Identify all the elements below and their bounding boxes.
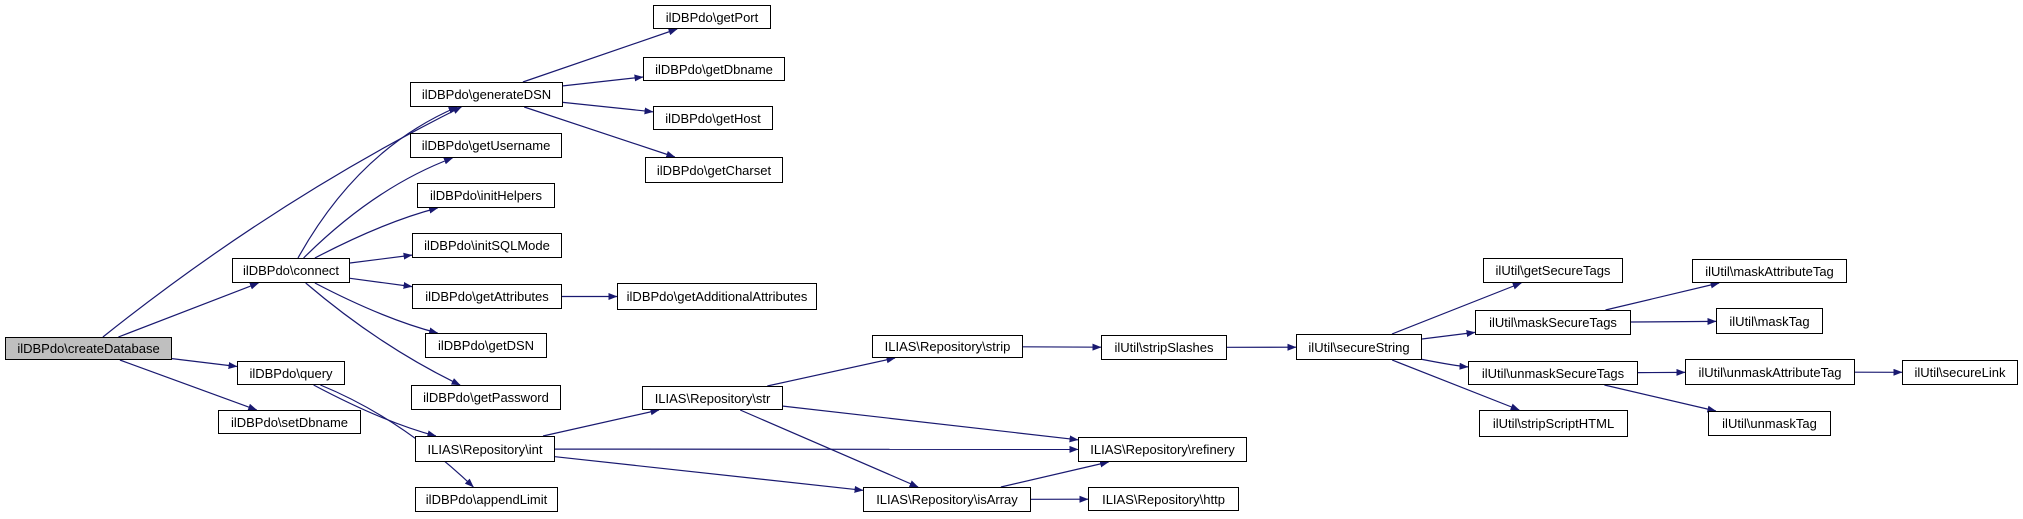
edge-query-to-appendLimit — [320, 384, 474, 488]
node-isArray[interactable]: ILIAS\Repository\isArray — [863, 487, 1031, 512]
edge-secureString-to-getSecureTags — [1391, 282, 1522, 335]
node-connect[interactable]: ilDBPdo\connect — [232, 258, 350, 283]
node-getAdditionalAttributes[interactable]: ilDBPdo\getAdditionalAttributes — [617, 283, 817, 310]
node-getCharset[interactable]: ilDBPdo\getCharset — [645, 157, 783, 183]
edge-int-to-isArray — [554, 456, 864, 493]
node-getUsername[interactable]: ilDBPdo\getUsername — [410, 133, 562, 158]
node-strip[interactable]: ILIAS\Repository\strip — [872, 335, 1023, 358]
node-getSecureTags[interactable]: ilUtil\getSecureTags — [1483, 258, 1623, 283]
node-getAttributes[interactable]: ilDBPdo\getAttributes — [412, 284, 562, 309]
node-maskAttributeTag[interactable]: ilUtil\maskAttributeTag — [1692, 259, 1847, 283]
node-maskTag[interactable]: ilUtil\maskTag — [1716, 308, 1823, 334]
edge-connect-to-getPassword — [305, 282, 461, 386]
node-unmaskTag[interactable]: ilUtil\unmaskTag — [1708, 411, 1831, 436]
node-setDbname[interactable]: ilDBPdo\setDbname — [218, 410, 361, 434]
edge-connect-to-initSQLMode — [349, 252, 413, 264]
edge-generateDSN-to-getCharset — [524, 106, 676, 158]
edge-maskSecureTags-to-maskAttributeTag — [1605, 281, 1720, 311]
node-appendLimit[interactable]: ilDBPdo\appendLimit — [415, 487, 558, 512]
edge-createDatabase-to-setDbname — [119, 359, 258, 411]
node-stripScriptHTML[interactable]: ilUtil\stripScriptHTML — [1479, 410, 1628, 437]
edge-str-to-refinery — [782, 405, 1079, 443]
edge-generateDSN-to-getHost — [562, 101, 654, 115]
edge-int-to-str — [542, 408, 660, 437]
node-getHost[interactable]: ilDBPdo\getHost — [653, 106, 773, 130]
node-refinery[interactable]: ILIAS\Repository\refinery — [1078, 437, 1247, 462]
node-getPassword[interactable]: ilDBPdo\getPassword — [411, 385, 561, 410]
node-str[interactable]: ILIAS\Repository\str — [642, 386, 783, 410]
node-initSQLMode[interactable]: ilDBPdo\initSQLMode — [412, 233, 562, 258]
edge-createDatabase-to-connect — [118, 282, 259, 338]
node-getDbname[interactable]: ilDBPdo\getDbname — [643, 57, 785, 81]
edge-connect-to-getDSN — [314, 282, 439, 335]
edge-connect-to-initHelpers — [314, 206, 439, 259]
node-generateDSN[interactable]: ilDBPdo\generateDSN — [410, 82, 563, 107]
edge-createDatabase-to-query — [171, 358, 238, 369]
node-secureLink[interactable]: ilUtil\secureLink — [1902, 360, 2018, 385]
edge-generateDSN-to-getDbname — [562, 74, 644, 87]
edge-secureString-to-stripScriptHTML — [1391, 359, 1520, 411]
edge-unmaskSecureTags-to-unmaskTag — [1604, 384, 1717, 413]
edge-connect-to-getAttributes — [349, 277, 413, 289]
node-secureString[interactable]: ilUtil\secureString — [1296, 334, 1422, 360]
edge-maskSecureTags-to-maskTag — [1630, 317, 1717, 325]
edge-generateDSN-to-getPort — [522, 28, 678, 83]
node-stripSlashes[interactable]: ilUtil\stripSlashes — [1101, 335, 1227, 360]
node-getPort[interactable]: ilDBPdo\getPort — [653, 5, 771, 29]
edge-createDatabase-to-generateDSN — [102, 106, 462, 338]
node-unmaskAttributeTag[interactable]: ilUtil\unmaskAttributeTag — [1685, 359, 1855, 385]
node-query[interactable]: ilDBPdo\query — [237, 361, 345, 385]
edge-secureString-to-unmaskSecureTags — [1421, 358, 1469, 370]
node-unmaskSecureTags[interactable]: ilUtil\unmaskSecureTags — [1468, 361, 1638, 385]
edge-connect-to-getUsername — [303, 157, 453, 259]
node-initHelpers[interactable]: ilDBPdo\initHelpers — [417, 183, 555, 208]
edge-isArray-to-refinery — [1000, 460, 1110, 488]
node-http[interactable]: ILIAS\Repository\http — [1088, 487, 1239, 511]
node-int[interactable]: ILIAS\Repository\int — [415, 436, 555, 462]
edge-str-to-isArray — [739, 409, 919, 488]
node-createDatabase[interactable]: ilDBPdo\createDatabase — [5, 337, 172, 360]
edge-connect-to-generateDSN — [297, 106, 458, 259]
node-getDSN[interactable]: ilDBPdo\getDSN — [425, 333, 547, 358]
node-maskSecureTags[interactable]: ilUtil\maskSecureTags — [1475, 310, 1631, 335]
edge-str-to-strip — [767, 356, 896, 387]
edge-query-to-int — [313, 384, 437, 438]
edge-secureString-to-maskSecureTags — [1421, 329, 1476, 340]
